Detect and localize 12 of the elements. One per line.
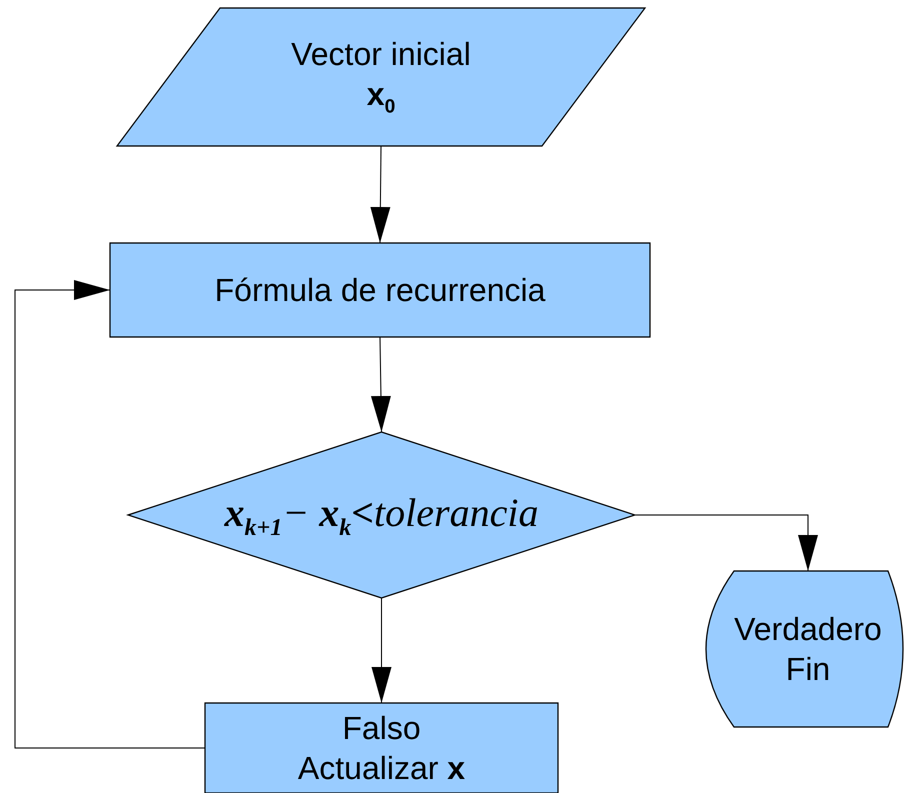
arrow	[370, 146, 390, 244]
arrow	[14, 280, 206, 748]
node-text: Fórmula de recurrencia	[214, 271, 546, 310]
arrow	[634, 514, 818, 572]
condition-text: x$_{k+1}$− x$_{k}$<tolerancia	[224, 488, 538, 542]
arrow	[370, 336, 391, 432]
node-text: Falso	[342, 709, 421, 748]
arrow	[372, 598, 392, 704]
node-text: Verdadero Fin	[733, 610, 883, 689]
node-text: Actualizar x	[298, 749, 466, 788]
node-text: x$_{0}$	[366, 75, 396, 120]
node-text: Vector inicial	[291, 35, 471, 74]
